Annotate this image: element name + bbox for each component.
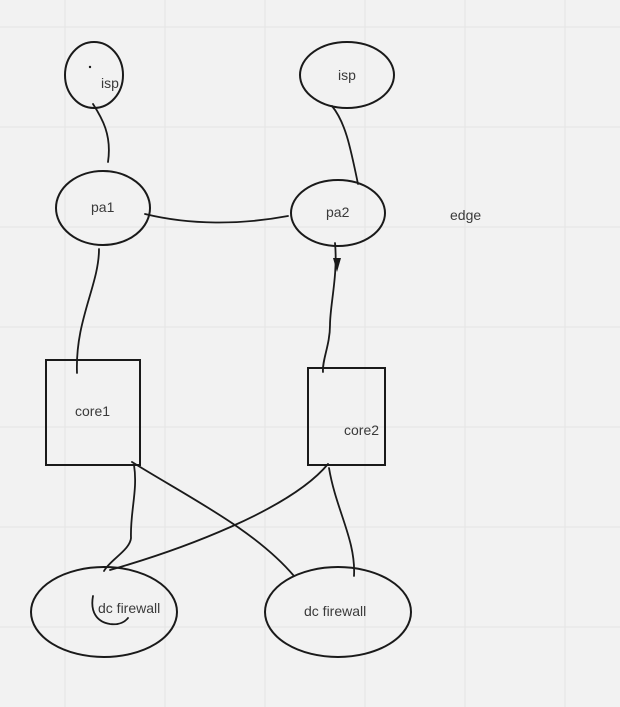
- node-fw-left[interactable]: dc firewall: [30, 566, 178, 658]
- arrowhead-pa2-core2: [333, 258, 341, 272]
- core1-label: core1: [75, 403, 110, 419]
- node-isp-right[interactable]: isp: [299, 41, 395, 109]
- pa2-label: pa2: [326, 204, 350, 220]
- stray-scribble: [91, 595, 129, 626]
- dot-mark: [88, 65, 92, 69]
- fw-right-label: dc firewall: [304, 603, 366, 619]
- link-pa1-core1[interactable]: [76, 248, 100, 374]
- link-core1-fw-left[interactable]: [103, 464, 137, 572]
- fw-left-label: dc firewall: [98, 600, 160, 616]
- core2-label: core2: [344, 422, 379, 438]
- node-core2[interactable]: core2: [307, 367, 386, 466]
- node-isp-left[interactable]: isp: [64, 41, 124, 109]
- link-isp-left-pa1[interactable]: [92, 103, 110, 163]
- link-core1-fw-right[interactable]: [131, 461, 295, 577]
- link-pa2-core2[interactable]: [322, 242, 337, 373]
- edge-annotation: edge: [450, 207, 481, 223]
- link-core2-fw-right[interactable]: [328, 467, 355, 577]
- node-pa2[interactable]: pa2: [290, 179, 386, 247]
- isp-left-label: isp: [101, 75, 119, 91]
- link-pa1-pa2[interactable]: [144, 213, 289, 224]
- pa1-label: pa1: [91, 199, 115, 215]
- isp-right-label: isp: [338, 67, 356, 83]
- link-core2-fw-left[interactable]: [109, 463, 329, 571]
- link-isp-right-pa2[interactable]: [331, 105, 359, 185]
- node-core1[interactable]: core1: [45, 359, 141, 466]
- node-pa1[interactable]: pa1: [55, 170, 151, 246]
- node-fw-right[interactable]: dc firewall: [264, 566, 412, 658]
